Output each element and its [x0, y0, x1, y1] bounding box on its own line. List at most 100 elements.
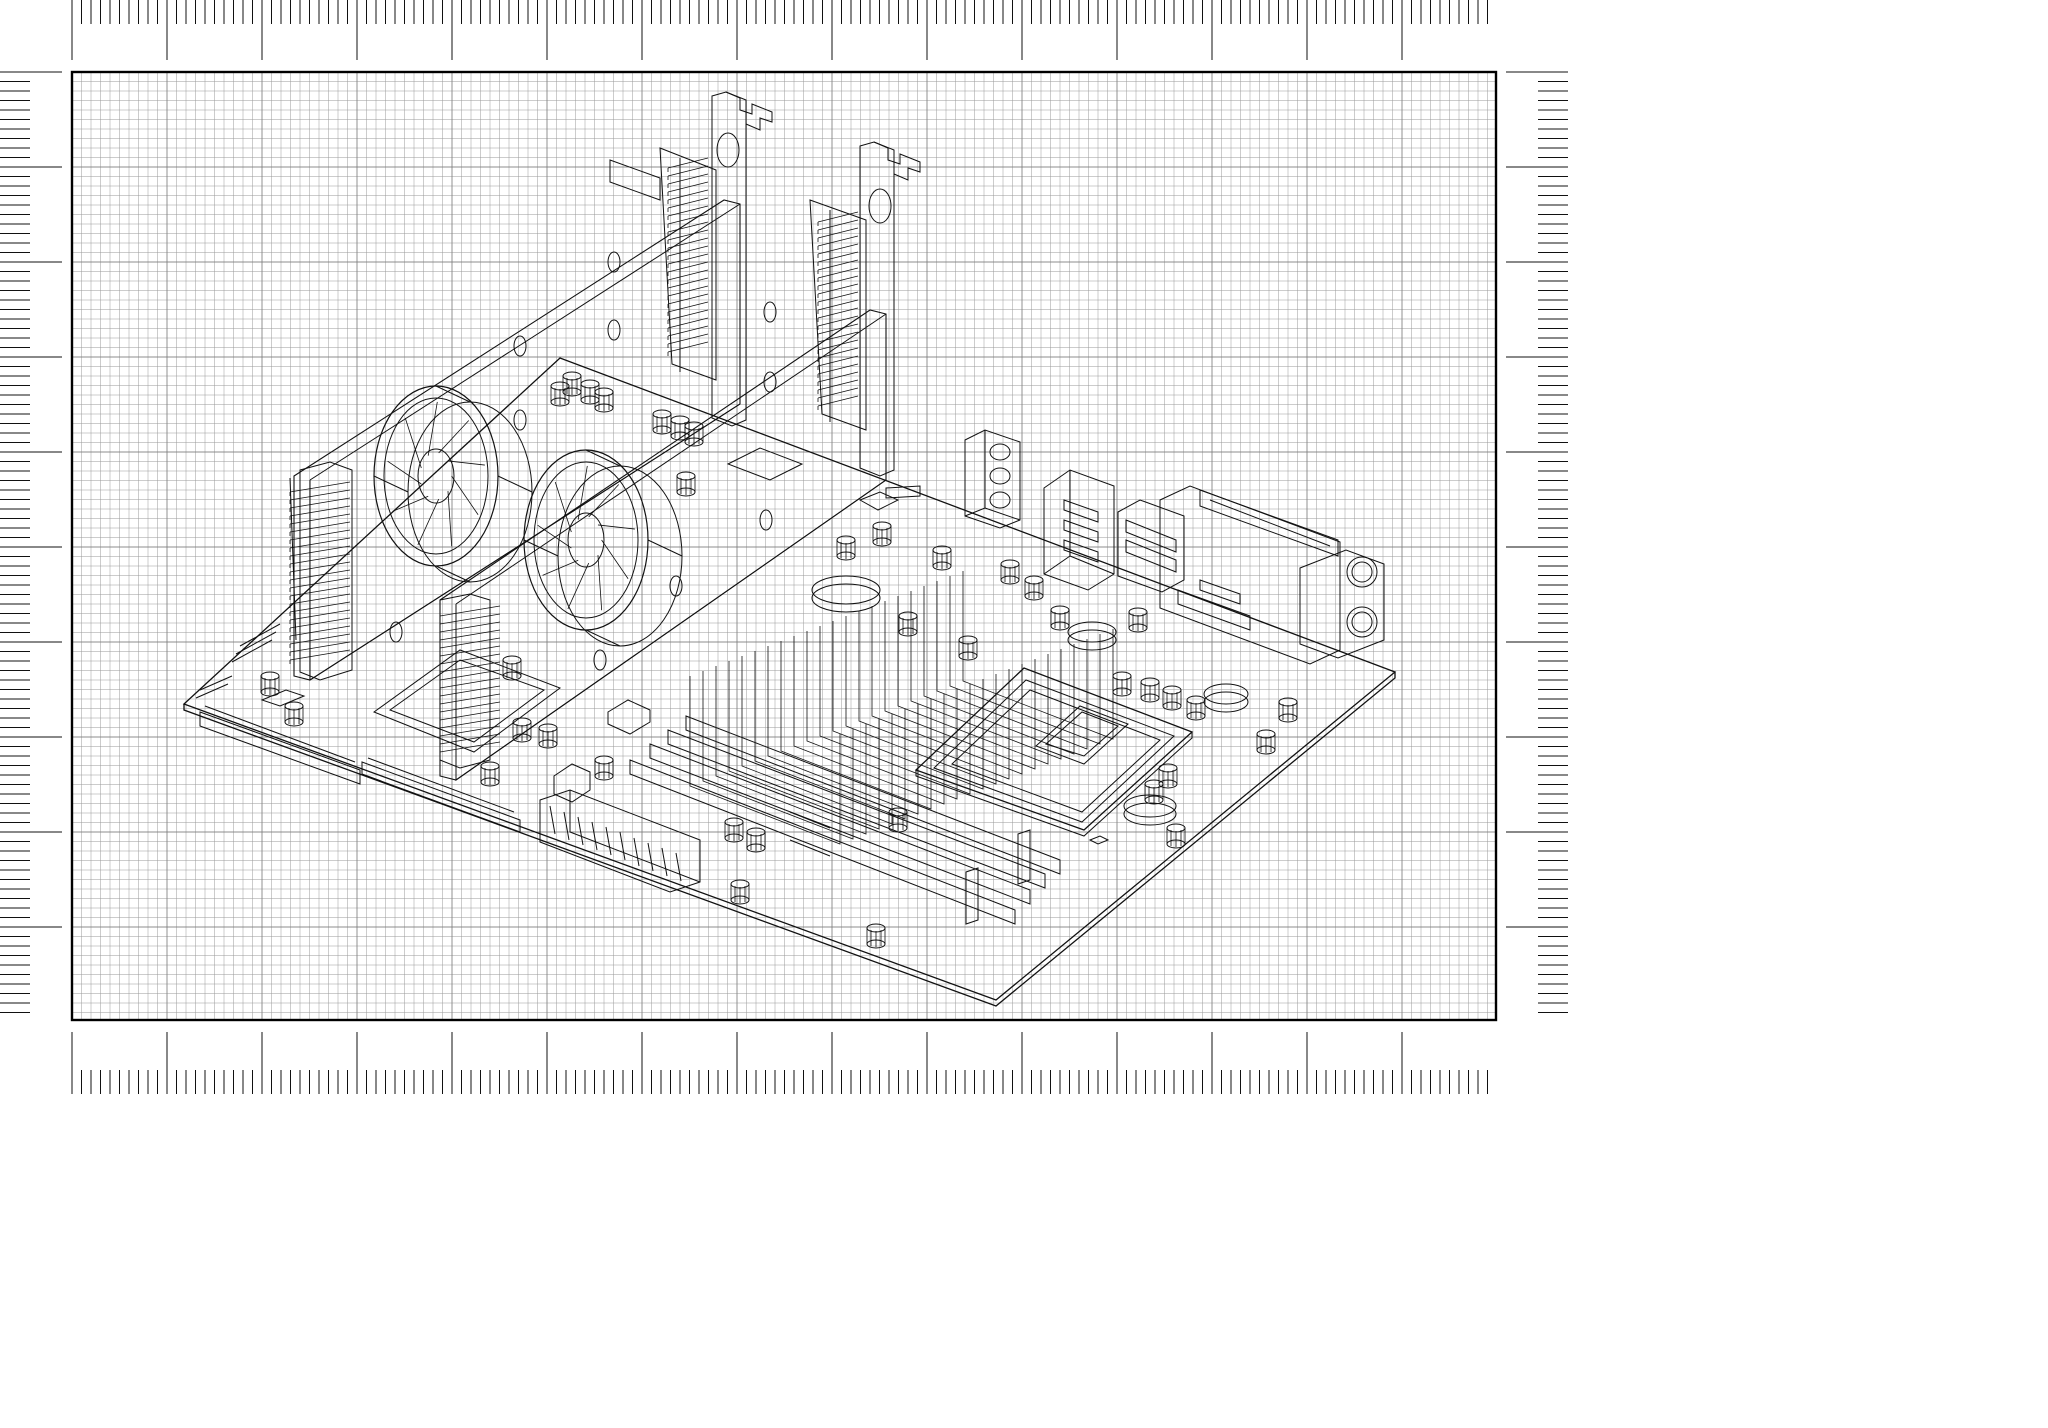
capacitor-body [730, 884, 750, 903]
capacitor [1024, 575, 1044, 601]
fan-right-blades [537, 465, 635, 611]
capacitor-body [480, 766, 500, 785]
top-ruler-ticks [71, 0, 1488, 60]
capacitor [958, 635, 978, 661]
capacitors [260, 371, 1298, 949]
capacitor [594, 387, 614, 413]
capacitor-body [260, 676, 280, 695]
heatsink-fins [689, 571, 1114, 845]
capacitor-body [898, 616, 918, 635]
capacitor [1166, 823, 1186, 849]
rear-io-ports [964, 429, 1385, 665]
capacitor [1050, 605, 1070, 631]
capacitor [724, 817, 744, 843]
cpu-heatsink [689, 571, 1114, 845]
capacitor-body [1050, 610, 1070, 629]
capacitor-body [872, 526, 892, 545]
capacitor-body [836, 540, 856, 559]
capacitor-body [1158, 768, 1178, 787]
capacitor [594, 755, 614, 781]
capacitor [1128, 607, 1148, 633]
right-ruler [1506, 71, 1568, 1013]
retention-rings [811, 575, 1249, 826]
board-chips [195, 447, 1110, 845]
capacitor [684, 421, 704, 447]
fin-stack-right-card [439, 605, 501, 756]
capacitor [1186, 695, 1206, 721]
left-ruler-ticks [0, 71, 62, 1013]
capacitor [932, 545, 952, 571]
capacitor [836, 535, 856, 561]
capacitor-body [580, 384, 600, 403]
right-ruler-ticks [1506, 71, 1568, 1013]
fin-stack-left-card [289, 481, 351, 664]
capacitor-body [1112, 676, 1132, 695]
motherboard-wireframe [182, 91, 1397, 1007]
blueprint-sheet [0, 0, 1568, 1100]
capacitor-body [512, 722, 532, 741]
capacitor [872, 521, 892, 547]
capacitor-body [1024, 580, 1044, 599]
capacitor [550, 381, 570, 407]
atx-power-connector [539, 789, 701, 893]
cooling-fan-left [373, 385, 533, 583]
capacitor-body [958, 640, 978, 659]
capacitor-body [888, 812, 908, 831]
capacitor [1144, 779, 1164, 805]
capacitor [676, 471, 696, 497]
capacitor [284, 701, 304, 727]
capacitor [480, 761, 500, 787]
capacitor [260, 671, 280, 697]
capacitor-body [1162, 690, 1182, 709]
capacitor [1158, 763, 1178, 789]
capacitor [898, 611, 918, 637]
bottom-ruler-ticks [71, 1032, 1488, 1094]
capacitor [512, 717, 532, 743]
motherboard-pcb-outline [182, 357, 1397, 1007]
capacitor-body [1278, 702, 1298, 721]
capacitor-body [684, 426, 704, 445]
capacitor [866, 923, 886, 949]
capacitor-body [594, 760, 614, 779]
left-ruler [0, 71, 62, 1013]
capacitor-body [538, 728, 558, 747]
capacitor-body [746, 832, 766, 851]
capacitor-body [676, 476, 696, 495]
capacitor-body [1128, 612, 1148, 631]
capacitor [502, 655, 522, 681]
sheet-background [0, 0, 1568, 1100]
capacitor [1140, 677, 1160, 703]
capacitor-body [502, 660, 522, 679]
capacitor-body [550, 386, 570, 405]
capacitor-body [1186, 700, 1206, 719]
capacitor-body [1256, 734, 1276, 753]
capacitor [1000, 559, 1020, 585]
capacitor [1256, 729, 1276, 755]
capacitor-body [932, 550, 952, 569]
fin-stack-right-bracket [817, 211, 859, 410]
capacitor-body [1000, 564, 1020, 583]
capacitor [1112, 671, 1132, 697]
capacitor [538, 723, 558, 749]
pci-slots [199, 689, 521, 833]
gpu-heatsink-fins [289, 157, 859, 756]
dimm-slots [629, 715, 1061, 925]
capacitor [888, 807, 908, 833]
fin-stack-left-bracket [667, 157, 709, 356]
capacitor-body [724, 822, 744, 841]
capacitor-body [1144, 784, 1164, 803]
capacitor [1162, 685, 1182, 711]
bottom-ruler [71, 1032, 1488, 1094]
cpu-socket [914, 667, 1194, 837]
top-ruler [71, 0, 1488, 60]
drawing-frame [70, 70, 1498, 1022]
fan-left-blades [387, 401, 485, 547]
cooling-fan-right [523, 449, 683, 647]
capacitor-body [1166, 828, 1186, 847]
capacitor [1278, 697, 1298, 723]
capacitor-body [594, 392, 614, 411]
capacitor [746, 827, 766, 853]
capacitor [730, 879, 750, 905]
capacitor-body [284, 706, 304, 725]
capacitor-body [1140, 682, 1160, 701]
